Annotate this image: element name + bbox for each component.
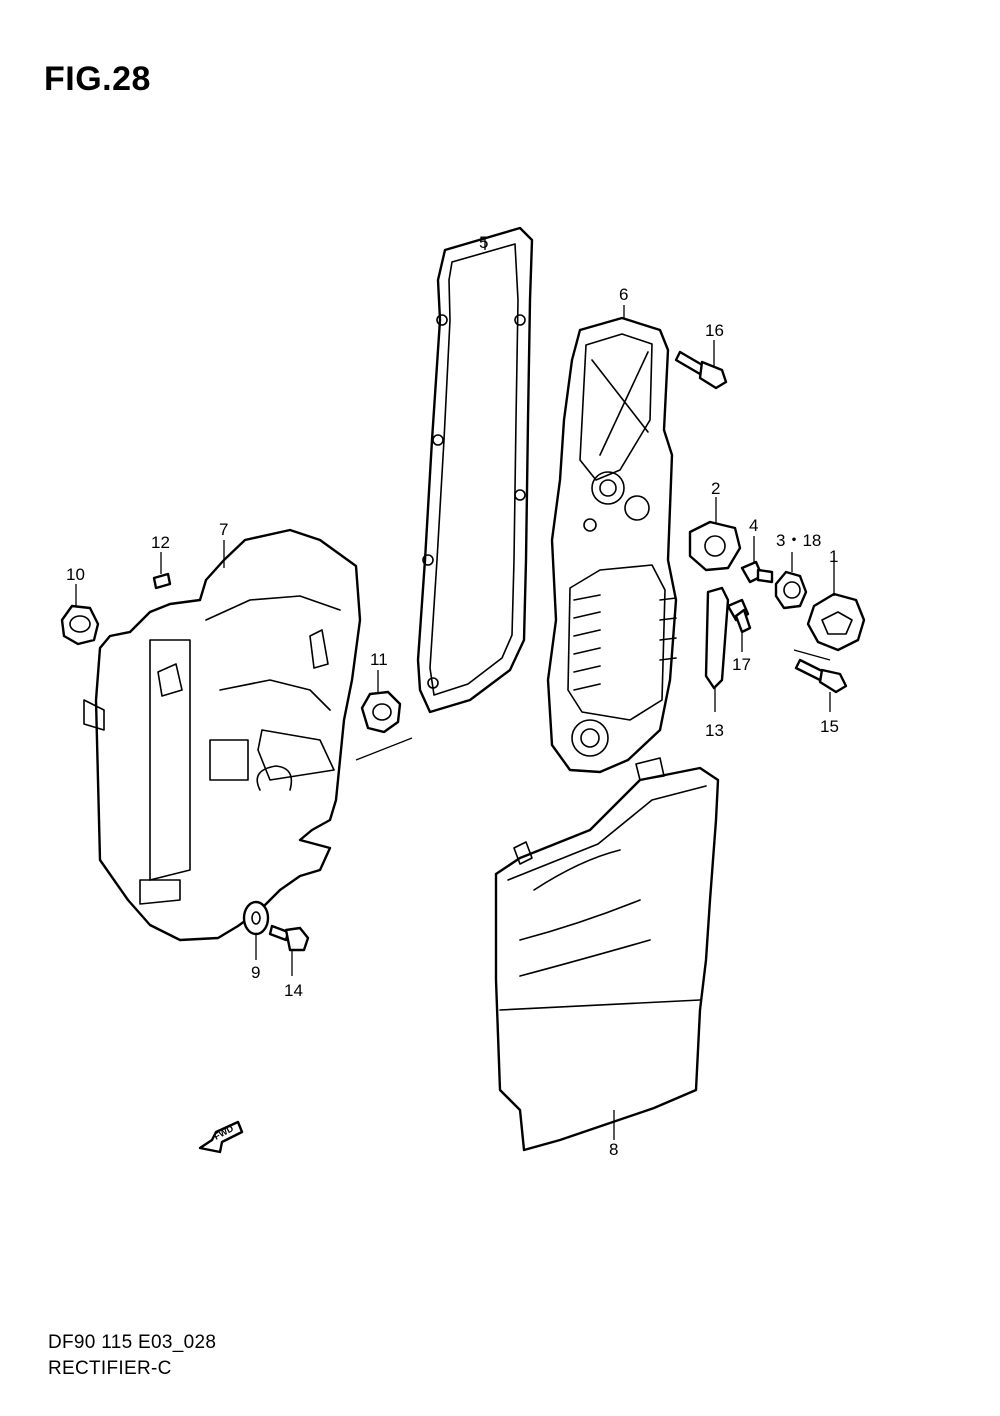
part-6-rectifier-base[interactable]	[546, 305, 678, 774]
callout-1: 1	[829, 547, 838, 566]
part-17-bolt[interactable]	[726, 598, 752, 652]
fwd-arrow-icon: FWD	[198, 1120, 244, 1154]
callout-17: 17	[732, 655, 751, 674]
callout-11: 11	[370, 650, 388, 669]
callout-9: 9	[251, 963, 260, 982]
part-8-cover[interactable]	[494, 757, 720, 1152]
model-code: DF90 115 E03_028	[48, 1332, 217, 1353]
part-1-clamp[interactable]	[793, 560, 866, 661]
callout-8: 8	[609, 1140, 618, 1159]
callout-13: 13	[705, 721, 724, 740]
part-3-18-grommet[interactable]	[774, 552, 808, 610]
part-4-bolt[interactable]	[740, 536, 774, 584]
part-15-bolt[interactable]	[794, 658, 848, 712]
part-2-packing[interactable]	[688, 497, 742, 572]
part-11-grommet[interactable]	[360, 670, 402, 734]
callout-6: 6	[619, 285, 628, 304]
part-5-gasket[interactable]	[416, 226, 534, 714]
callout-12: 12	[151, 533, 170, 552]
callout-7: 7	[219, 520, 228, 539]
part-16-bolt[interactable]	[674, 340, 728, 390]
callout-15: 15	[820, 717, 839, 736]
part-7-case[interactable]	[83, 528, 413, 942]
callout-4: 4	[749, 516, 758, 535]
callout-14: 14	[284, 981, 303, 1000]
callout-3-18: 3・18	[776, 531, 821, 550]
part-10-grommet[interactable]	[60, 584, 100, 646]
part-13-clamp[interactable]	[704, 586, 730, 712]
section-name: RECTIFIER-C	[48, 1358, 172, 1379]
figure-title: FIG.28	[44, 60, 151, 98]
callout-10: 10	[66, 565, 85, 584]
part-12-cushion[interactable]	[152, 552, 172, 590]
part-9-washer[interactable]	[242, 900, 270, 960]
callout-2: 2	[711, 479, 720, 498]
part-14-bolt[interactable]	[268, 924, 310, 976]
callout-5: 5	[479, 233, 488, 252]
callout-16: 16	[705, 321, 724, 340]
